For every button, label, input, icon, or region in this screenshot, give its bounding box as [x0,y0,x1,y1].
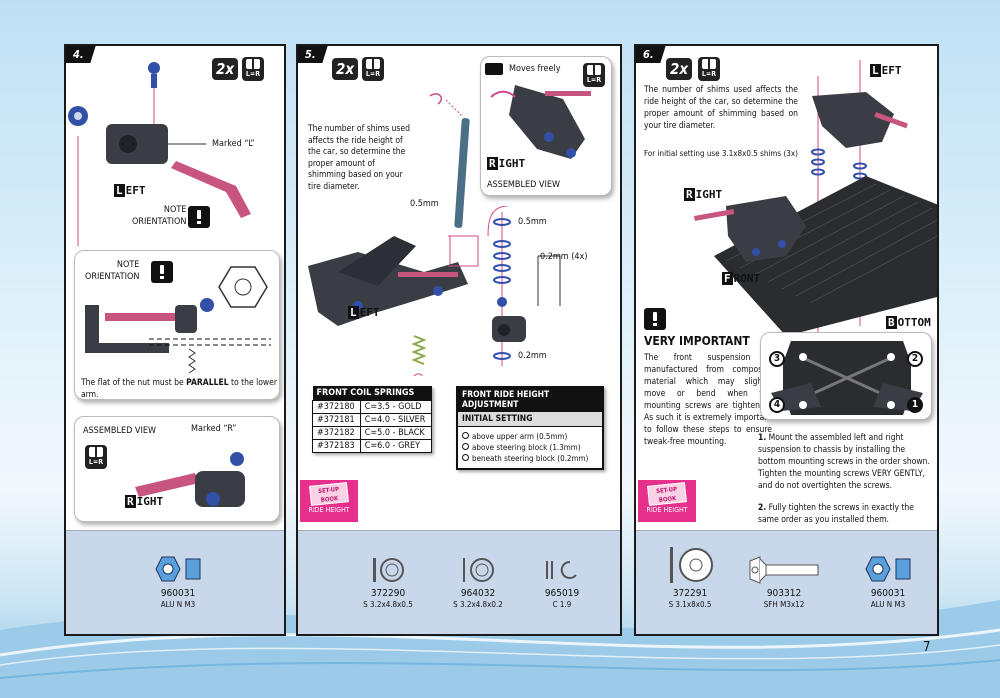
shim-0.2mm-label: 0.2mm [518,351,547,361]
flat-head-screw-icon [749,556,819,584]
shim-washer-icon [373,558,404,582]
knuckle-assembly-illustration [68,62,251,246]
part-item: 960031 ALU N M3 [138,555,218,609]
part-item: 372290 S 3.2x4.8x0.5 [338,555,438,609]
very-important-heading: VERY IMPORTANT [644,334,750,348]
mounting-order-badge-4: 4 [769,397,785,413]
warning-icon [644,308,666,330]
moves-freely-icon [485,63,503,75]
moves-freely-label: Moves freely [509,64,561,74]
right-knuckle-illustration [135,452,245,507]
initial-setting-note: For initial setting use 3.1x8x0.5 shims … [644,149,798,158]
part-item: 903312 SFH M3x12 [732,555,836,609]
aluminium-nut-icon [865,556,911,582]
shim-0.2mm-4x-label: 0.2mm (4x) [540,252,588,262]
important-explanation: The front suspension is manufactured fro… [644,353,772,447]
mounting-order-badge-1: 1 [907,397,923,413]
initial-setting-label: INITIAL SETTING [458,412,602,427]
shim-washer-icon [463,558,494,582]
chassis-mounting-illustration [694,60,937,346]
left-equals-right-icon: L=R [85,445,107,469]
part-item: 960031 ALU N M3 [840,555,936,609]
shim-0.5mm-label: 0.5mm [410,199,439,209]
note-orientation-text: NOTE ORIENTATION [85,260,140,282]
mounting-order-badge-2: 2 [907,351,923,367]
step-number: 6. [636,46,666,63]
shims-explanation: The number of shims used affects the rid… [644,85,798,131]
left-equals-right-icon: L=R [362,57,384,81]
quantity-badge: 2x [212,58,238,80]
instruction-2: 2. Fully tighten the screws in exactly t… [758,503,914,525]
step-number: 4. [66,46,96,63]
shim-0.5mm-label: 0.5mm [518,217,547,227]
ride-height-option[interactable]: above steering block (1.3mm) [462,442,598,453]
page-number: 7 [923,640,931,655]
setup-book-ride-height-link[interactable]: SET-UP BOOK RIDE HEIGHT [300,480,358,522]
assembled-view-label: ASSEMBLED VIEW [487,180,560,190]
parts-bar: 960031 ALU N M3 [66,530,284,634]
part-item: 964032 S 3.2x4.8x0.2 [428,555,528,609]
assembled-view-label: ASSEMBLED VIEW [83,426,156,436]
ride-height-option[interactable]: above upper arm (0.5mm) [462,431,598,442]
mounting-order-badge-3: 3 [769,351,785,367]
shims-explanation: The number of shims used affects the rid… [308,124,410,192]
warning-icon [188,206,210,228]
left-equals-right-icon: L=R [242,57,264,81]
shim-stack-illustration [448,206,561,366]
ride-height-adjustment-box: FRONT RIDE HEIGHT ADJUSTMENT INITIAL SET… [456,386,604,470]
parts-bar: 372291 S 3.1x8x0.5 903312 SFH M3x12 9600… [636,530,937,634]
part-item: 965019 C 1.9 [512,555,612,609]
left-equals-right-icon: L=R [583,63,605,87]
setup-book-ride-height-link[interactable]: SET-UP BOOK RIDE HEIGHT [638,480,696,522]
nut-orientation-illustration [85,266,271,374]
shim-washer-icon [670,547,713,583]
ride-height-title: FRONT RIDE HEIGHT ADJUSTMENT [458,388,602,412]
part-item: 372291 S 3.1x8x0.5 [642,545,738,609]
assembled-suspension-illustration [490,85,591,159]
marked-l-label: Marked “L” [212,139,255,149]
e-clip-icon [546,560,577,579]
mounting-order-diagram: 1 2 3 4 [760,332,932,420]
orientation-detail-box: NOTE ORIENTATION The flat of the nut mus… [74,250,280,400]
parts-bar: 372290 S 3.2x4.8x0.5 964032 S 3.2x4.8x0.… [298,530,620,634]
step-number: 5. [298,46,328,63]
aluminium-nut-icon [155,556,201,582]
marked-r-label: Marked “R” [191,424,237,434]
ride-height-option[interactable]: beneath steering block (0.2mm) [462,453,598,464]
left-equals-right-icon: L=R [698,57,720,81]
quantity-badge: 2x [666,58,692,80]
quantity-badge: 2x [332,58,358,80]
parallel-instruction: The flat of the nut must be PARALLEL to … [81,378,277,400]
instruction-1: 1. Mount the assembled left and right su… [758,433,930,491]
warning-icon [151,261,173,283]
note-orientation-text: NOTE ORIENTATION [132,205,187,227]
